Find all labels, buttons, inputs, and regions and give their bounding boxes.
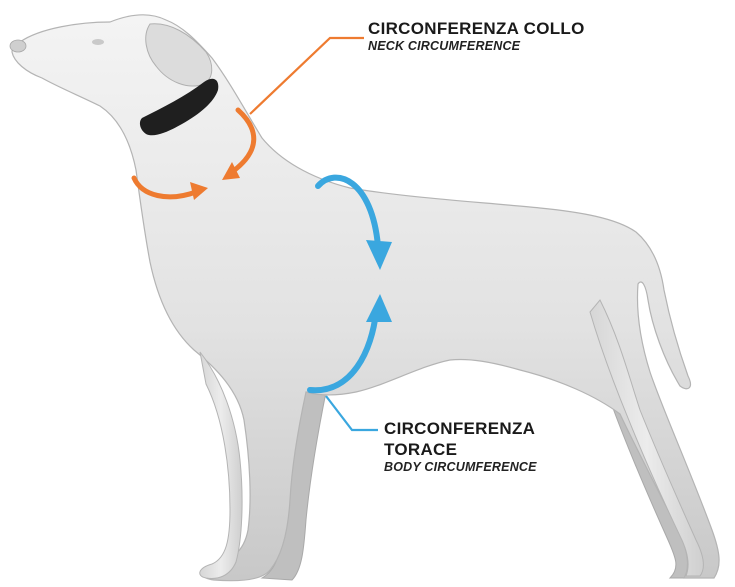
eye — [92, 39, 104, 45]
nose — [10, 40, 26, 52]
rear-leg — [590, 300, 703, 576]
dog-silhouette — [12, 15, 719, 581]
neck-circumference-label: CIRCONFERENZA COLLO NECK CIRCUMFERENCE — [368, 18, 585, 53]
body-leader-line — [326, 396, 378, 430]
body-title-line1: CIRCONFERENZA — [384, 418, 537, 439]
body-subtitle: BODY CIRCUMFERENCE — [384, 460, 537, 474]
neck-subtitle: NECK CIRCUMFERENCE — [368, 39, 585, 53]
body-title-line2: TORACE — [384, 439, 537, 460]
neck-leader-line — [250, 38, 364, 114]
body-circumference-label: CIRCONFERENZA TORACE BODY CIRCUMFERENCE — [384, 418, 537, 474]
neck-title: CIRCONFERENZA COLLO — [368, 18, 585, 39]
